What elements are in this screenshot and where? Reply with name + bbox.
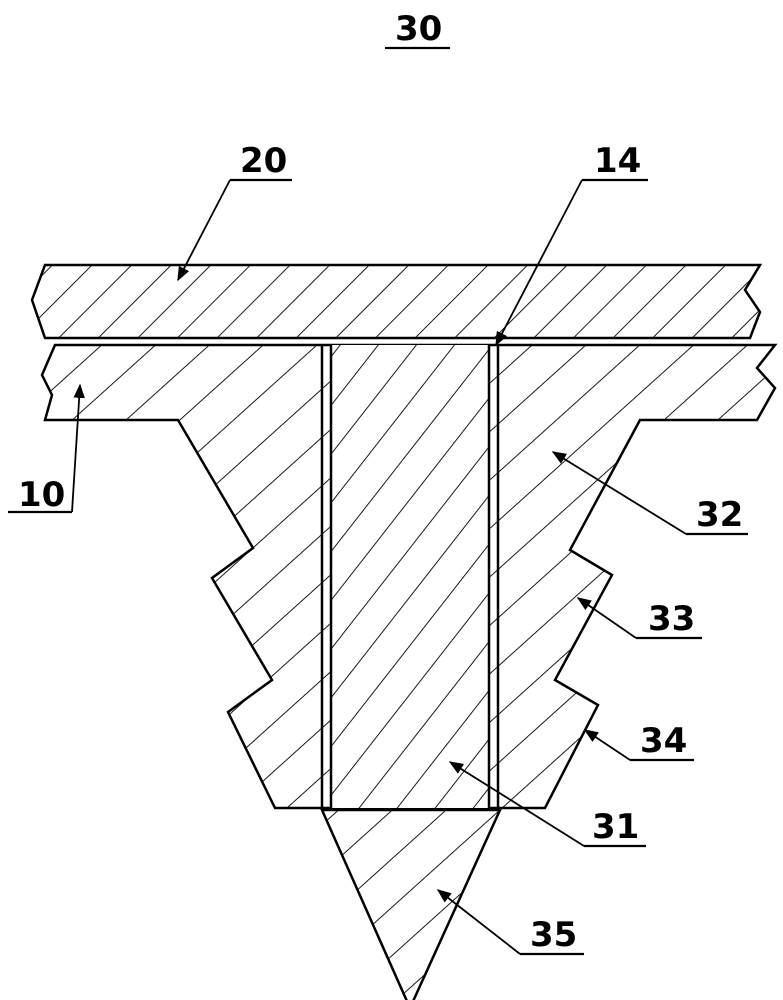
leader-31 (448, 761, 585, 847)
label-14: 14 (594, 141, 641, 181)
leader-35 (436, 889, 521, 955)
label-34: 34 (640, 721, 687, 761)
label-33: 33 (648, 599, 695, 639)
label-20: 20 (240, 141, 287, 181)
leader-14 (495, 179, 583, 347)
leader-34 (583, 729, 631, 761)
leader-32 (551, 451, 687, 535)
label-10: 10 (18, 475, 65, 515)
conical-tip-35 (320, 808, 502, 1000)
central-shaft-31 (320, 345, 500, 808)
label-32: 32 (696, 495, 743, 535)
top-plate-20 (30, 263, 763, 340)
leader-20 (177, 179, 231, 282)
label-35: 35 (530, 915, 577, 955)
leader-33 (576, 597, 637, 639)
leader-10 (71, 383, 85, 513)
label-31: 31 (592, 807, 639, 847)
figure-title: 30 (395, 9, 442, 49)
